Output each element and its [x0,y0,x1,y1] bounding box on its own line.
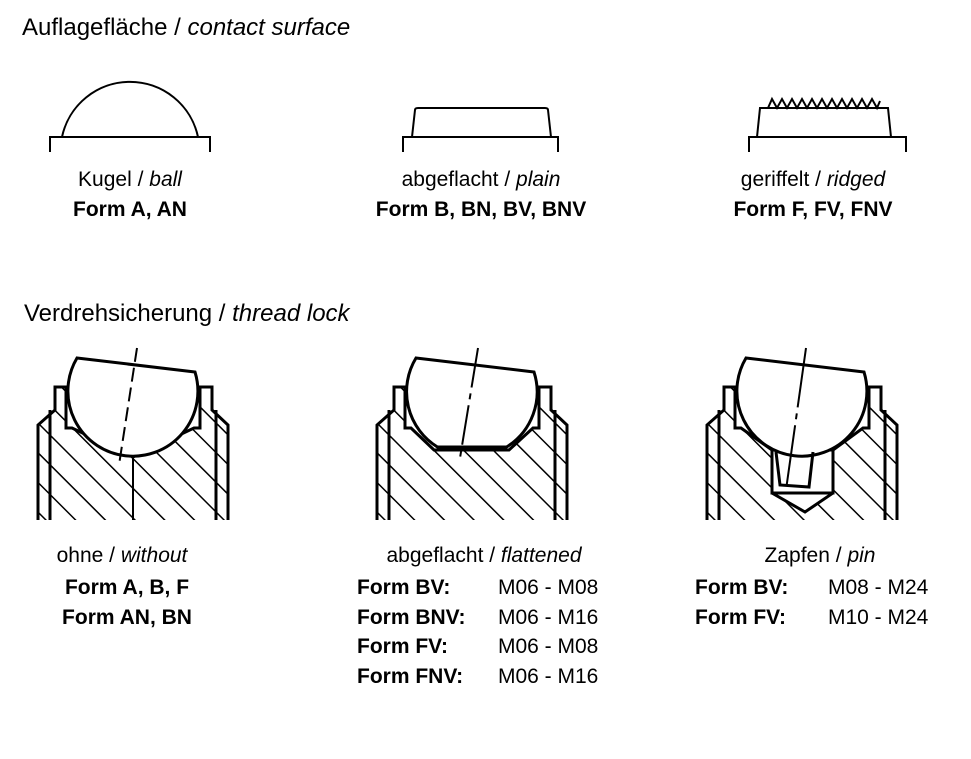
lock-without-drawing [36,347,230,520]
label-plain: abgeflacht / plain [401,168,561,191]
forms-without-1: Form A, B, F [64,576,190,599]
label-ridged: geriffelt / ridged [740,168,886,191]
label-without: ohne / without [56,544,188,567]
lock-pin-drawing [705,347,899,520]
ridged-contact-drawing [748,96,907,152]
section-title-thread-lock: Verdrehsicherung / thread lock [24,300,350,327]
forms-ridged: Form F, FV, FNV [733,198,893,221]
label-ball: Kugel / ball [78,168,182,191]
forms-plain: Form B, BN, BV, BNV [375,198,587,221]
forms-ball: Form A, AN [73,198,187,221]
lock-flattened-drawing [375,347,569,520]
section-title-contact-surface: Auflagefläche / contact surface [22,14,351,41]
forms-without-2: Form AN, BN [62,606,192,629]
label-pin: Zapfen / pin [764,544,876,567]
ball-contact-drawing [49,80,211,152]
label-flattened: abgeflacht / flattened [386,544,582,567]
plain-contact-drawing [402,107,559,152]
